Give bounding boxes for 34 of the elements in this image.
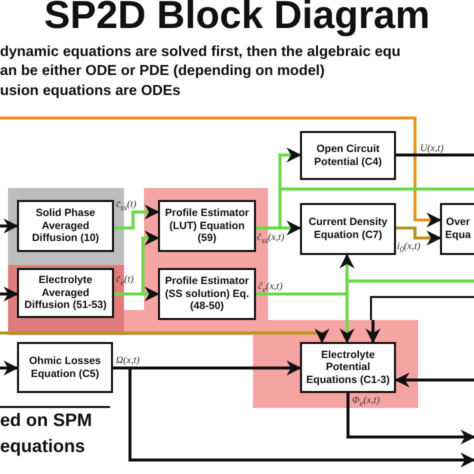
connector-arrow	[0, 218, 18, 234]
equation-block: Electrolyte Averaged Diffusion (51-53)	[17, 268, 114, 318]
edge-label: c̄$_{ss}$(t)	[116, 199, 136, 212]
note-text: dynamic equations are solved first, then the algebraic equ	[0, 44, 400, 60]
equation-block: Over Equa	[440, 203, 474, 255]
edge-label: c̃$_{ss}$(x,t)	[257, 232, 284, 245]
note-text: ed on SPM	[0, 410, 92, 431]
equation-block: Current Density Equation (C7)	[300, 203, 396, 255]
note-text: equations	[0, 436, 86, 457]
edge-label: i$_{0}$(x,t)	[397, 241, 420, 254]
equation-block: Solid Phase Averaged Diffusion (10)	[17, 200, 114, 252]
connector-arrow	[0, 328, 330, 344]
connector-arrow	[0, 286, 18, 302]
block-box	[370, 296, 474, 320]
note-text: an be either ODE or PDE (depending on model)	[0, 63, 325, 79]
edge-label: U(x,t)	[420, 143, 444, 154]
connector-arrow	[346, 393, 474, 444]
edge-label: c̄$_{e}$(t)	[116, 274, 134, 287]
connector-arrow	[394, 372, 474, 388]
note-text: usion equations are ODEs	[0, 83, 180, 99]
edge-label: Φ$_{e}$(x,t)	[352, 395, 380, 408]
equation-block: Profile Estimator (SS solution) Eq. (48-50)	[158, 268, 256, 320]
equation-block: Profile Estimator (LUT) Equation (59)	[158, 200, 256, 252]
edge-label: Ω(x,t)	[116, 355, 140, 366]
connector-arrow	[366, 320, 380, 344]
connector-arrow	[0, 116, 442, 228]
connector-arrow	[396, 226, 442, 246]
equation-block: Open Circuit Potential (C4)	[300, 131, 396, 180]
equation-block: Ohmic Losses Equation (C5)	[17, 342, 113, 393]
connector-arrow	[113, 366, 474, 468]
edge-label: c̃$_{e}$(x,t)	[258, 281, 283, 294]
connector-arrow	[114, 204, 160, 230]
equation-block: Electrolyte Potential Equations (C1-3)	[300, 342, 396, 393]
connector-arrow	[0, 360, 18, 376]
